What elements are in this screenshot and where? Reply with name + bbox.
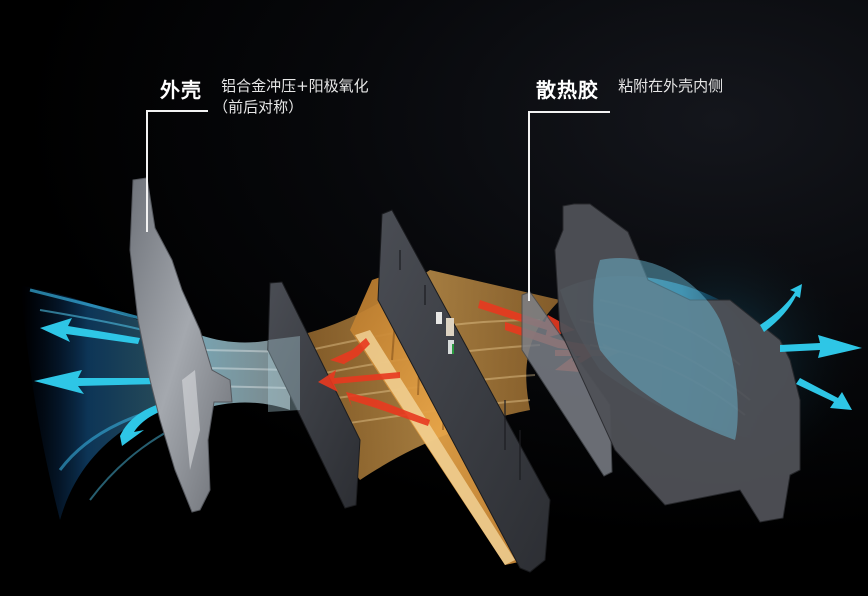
- front-shell: [129, 177, 233, 513]
- callout-thermal-pad: 散热胶 粘附在外壳内侧: [536, 74, 723, 103]
- callout-shell-desc: 铝合金冲压+阳极氧化 （前后对称）: [213, 74, 369, 118]
- rear-thermal-pad: [521, 291, 613, 477]
- shell-highlight: [182, 370, 200, 470]
- memory-module: [377, 209, 551, 573]
- module-components: [436, 312, 454, 354]
- gold-fingers: [355, 330, 515, 565]
- leader-line-shell-h: [146, 110, 208, 112]
- cool-arrows-left: [34, 318, 176, 446]
- leader-line-pad-h: [528, 111, 610, 113]
- leader-line-pad-v: [528, 111, 530, 301]
- rear-shell: [554, 203, 801, 523]
- callout-shell: 外壳 铝合金冲压+阳极氧化 （前后对称）: [160, 74, 369, 118]
- callout-shell-title: 外壳: [160, 78, 202, 102]
- callout-pad-title: 散热胶: [536, 78, 599, 102]
- callout-shell-desc-line2: （前后对称）: [213, 98, 304, 116]
- rear-shell-cool-overlay: [593, 258, 738, 440]
- front-thermal-pad: [267, 281, 361, 509]
- callout-pad-desc: 粘附在外壳内侧: [618, 77, 724, 95]
- callout-shell-desc-line1: 铝合金冲压+阳极氧化: [221, 77, 369, 95]
- cool-arrows-right: [760, 284, 862, 410]
- leader-line-shell-v: [146, 110, 148, 232]
